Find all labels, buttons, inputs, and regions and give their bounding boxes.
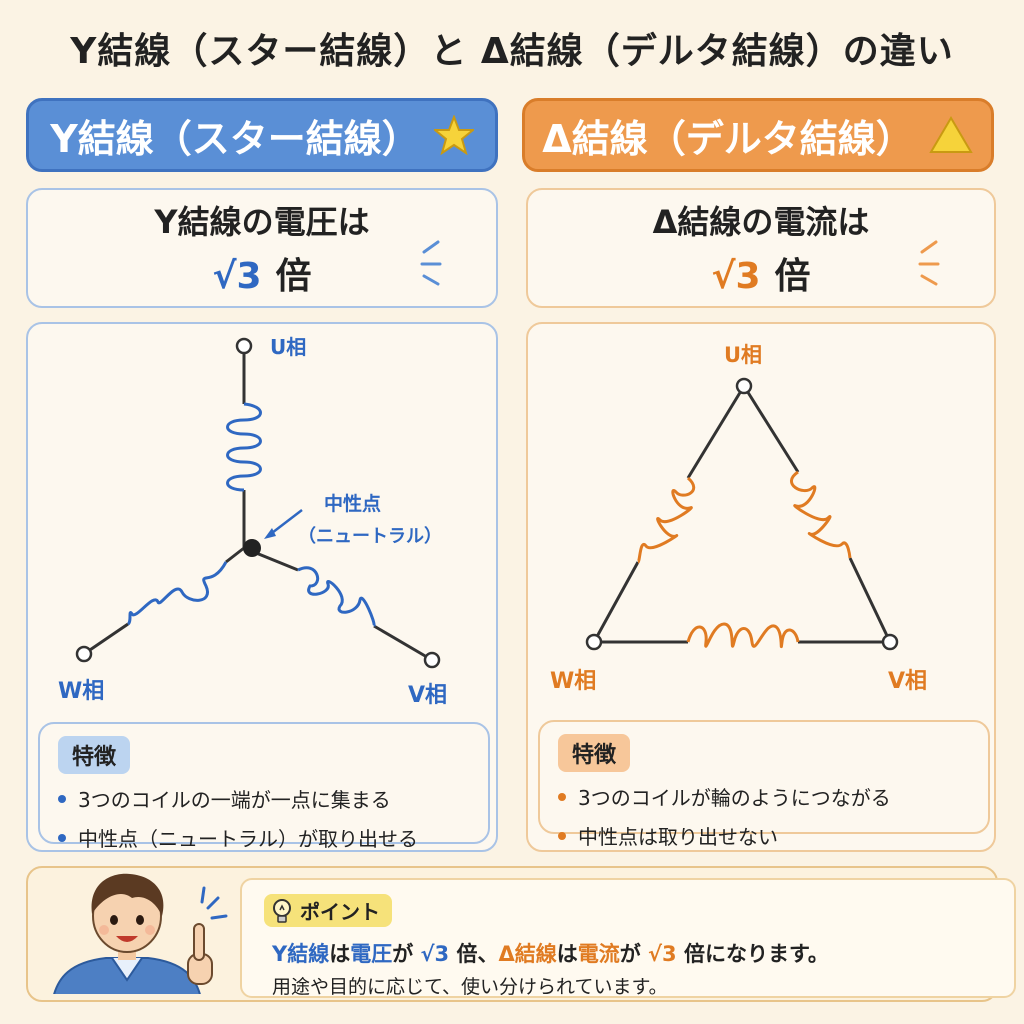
w-phase-coil xyxy=(126,561,228,626)
delta-statement-box: Δ結線の電流は √3 倍 xyxy=(526,188,996,308)
emphasis-marks-icon xyxy=(918,240,940,286)
uv-coil xyxy=(790,470,852,559)
v-phase-label: V相 xyxy=(408,683,447,708)
v-phase-coil xyxy=(297,566,376,628)
w-phase-label: W相 xyxy=(550,669,596,694)
sqrt3-value: √3 xyxy=(212,256,262,297)
point-sub-line: 用途や目的に応じて、使い分けられています。 xyxy=(272,976,668,998)
w-terminal xyxy=(585,633,603,651)
sqrt3-value: √3 xyxy=(711,256,761,297)
features-tag: 特徴 xyxy=(558,734,631,772)
star-features-box: 特徴 3つのコイルの一端が一点に集まる 中性点（ニュートラル）が取り出せる xyxy=(38,722,490,851)
star-icon xyxy=(433,115,474,155)
star-connection-header: Y結線（スター結線） xyxy=(26,98,498,172)
star-diagram-panel: U相 W相 V相 中性点 （ニュートラル） 特徴 3つのコイルの一端が一点に集ま… xyxy=(26,322,498,852)
w-phase-label: W相 xyxy=(58,679,104,704)
feature-item: 3つのコイルの一端が一点に集まる xyxy=(58,784,470,813)
triangle-icon xyxy=(928,116,973,153)
v-terminal xyxy=(881,633,899,651)
delta-diagram-panel: U相 W相 V相 特徴 3つのコイルが輪のようにつながる 中性点は取り出せない xyxy=(526,322,996,852)
times-unit: 倍 xyxy=(774,256,811,297)
delta-connection-title: Δ結線（デルタ結線） xyxy=(542,116,914,161)
v-phase-label: V相 xyxy=(888,669,927,694)
u-terminal xyxy=(235,337,253,355)
delta-connection-diagram: U相 W相 V相 xyxy=(550,343,927,694)
feature-item: 3つのコイルが輪のようにつながる xyxy=(558,782,970,811)
point-main-line: Y結線は電圧が √3 倍、Δ結線は電流が √3 倍になります。 xyxy=(272,942,829,966)
star-connection-diagram: U相 W相 V相 中性点 （ニュートラル） xyxy=(58,335,447,708)
v-terminal xyxy=(423,651,441,669)
uw-coil xyxy=(636,476,696,564)
point-summary-box: ポイント Y結線は電圧が √3 倍、Δ結線は電流が √3 倍になります。 用途や… xyxy=(26,866,1016,1002)
point-tag: ポイント xyxy=(264,894,392,927)
times-unit: 倍 xyxy=(275,256,312,297)
emphasis-marks-icon xyxy=(420,240,442,286)
w-terminal xyxy=(75,645,93,663)
delta-statement-line: Δ結線の電流は xyxy=(652,203,870,241)
star-statement-line: Y結線の電圧は xyxy=(154,203,370,241)
star-statement-box: Y結線の電圧は √3 倍 xyxy=(26,188,498,308)
point-content: ポイント Y結線は電圧が √3 倍、Δ結線は電流が √3 倍になります。 用途や… xyxy=(240,878,1016,998)
feature-item: 中性点は取り出せない xyxy=(558,821,970,850)
star-statement-factor: √3 倍 xyxy=(212,247,311,299)
feature-item: 中性点（ニュートラル）が取り出せる xyxy=(58,823,470,852)
features-tag: 特徴 xyxy=(58,736,131,774)
delta-connection-header: Δ結線（デルタ結線） xyxy=(522,98,994,172)
neutral-point xyxy=(243,539,261,557)
pointing-worker-illustration xyxy=(53,873,228,994)
star-connection-title: Y結線（スター結線） xyxy=(50,116,420,161)
u-phase-coil xyxy=(226,402,262,492)
page-title: Y結線（スター結線）と Δ結線（デルタ結線）の違い xyxy=(70,31,954,72)
neutral-sublabel: （ニュートラル） xyxy=(298,526,442,547)
wv-coil xyxy=(686,622,800,649)
u-terminal xyxy=(735,377,753,395)
lightbulb-icon xyxy=(273,898,291,923)
delta-features-box: 特徴 3つのコイルが輪のようにつながる 中性点は取り出せない xyxy=(538,720,990,849)
neutral-label: 中性点 xyxy=(324,492,381,515)
u-phase-label: U相 xyxy=(270,335,306,359)
delta-statement-factor: √3 倍 xyxy=(711,247,810,299)
u-phase-label: U相 xyxy=(724,343,762,367)
